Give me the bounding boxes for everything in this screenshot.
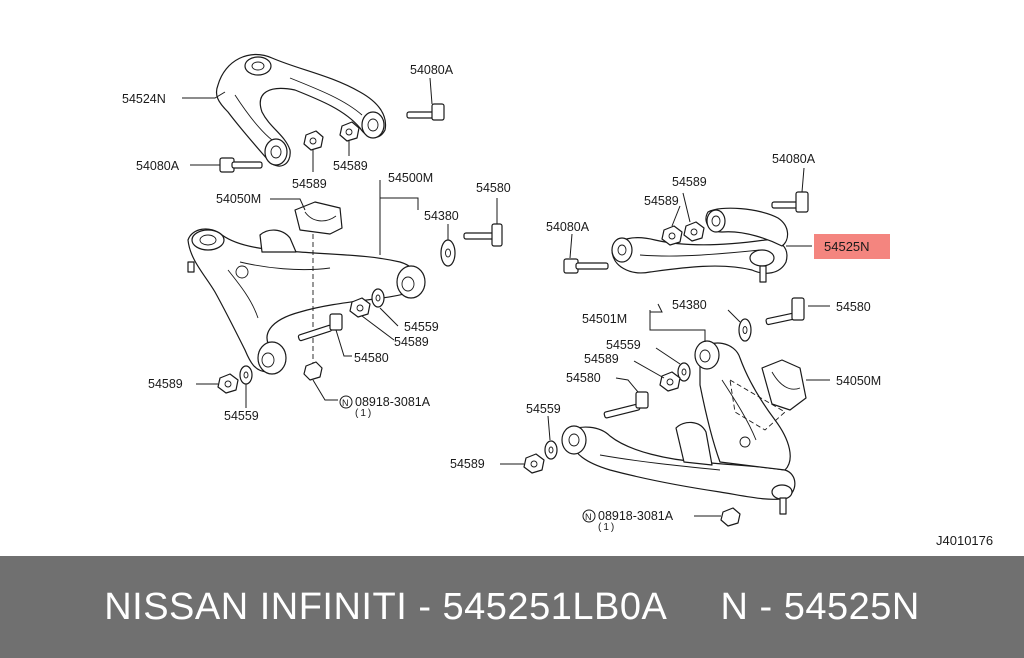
washer-54559-c	[677, 362, 691, 382]
diagram-code: J4010176	[936, 533, 993, 548]
label-54580-left-center: 54580	[354, 351, 389, 365]
washer-54559-a	[371, 288, 385, 308]
label-54589-a: 54589	[292, 177, 327, 191]
upper-control-arm-right	[611, 207, 789, 283]
bolt-54080a-lower	[219, 157, 263, 173]
nut-54589-b	[339, 121, 360, 142]
label-54559-c: 54559	[606, 338, 641, 352]
footer-banner: NISSAN INFINITI - 545251LB0A N - 54525N	[0, 556, 1024, 658]
label-54080a-right-top: 54080A	[772, 152, 816, 166]
bolt-54580-left-center	[297, 313, 343, 342]
bolt-54580-left-top	[463, 223, 503, 247]
bolt-54080a-upper	[406, 103, 445, 121]
label-54524n: 54524N	[122, 92, 166, 106]
washer-54380-left	[440, 239, 456, 267]
nut-08918-right	[720, 507, 741, 527]
highlight-box	[814, 234, 890, 259]
nut-54589-h	[523, 453, 545, 474]
label-54559-b: 54559	[224, 409, 259, 423]
label-54580-right-top: 54580	[836, 300, 871, 314]
label-54589-e: 54589	[672, 175, 707, 189]
label-54559-a: 54559	[404, 320, 439, 334]
nut-54589-c	[349, 297, 371, 318]
label-54525n: 54525N	[824, 239, 870, 254]
nut-symbol-left: N	[339, 395, 353, 409]
parts-diagram: 54080A 54524N 54080A 54589 54589 54500M …	[122, 53, 993, 548]
svg-text:N: N	[585, 512, 592, 522]
label-54080a-upper: 54080A	[410, 63, 454, 77]
label-54050m-right: 54050M	[836, 374, 881, 388]
bolt-54580-right-center	[603, 391, 649, 419]
label-54580-right-center: 54580	[566, 371, 601, 385]
label-54580-left-top: 54580	[476, 181, 511, 195]
nut-54589-g	[659, 371, 681, 392]
leader-lines	[182, 77, 830, 517]
nut-symbol-right: N	[582, 509, 596, 523]
label-08918-3081a-right: 08918-3081A	[598, 509, 674, 523]
bolt-54080a-right-top	[771, 191, 809, 213]
label-54589-h: 54589	[450, 457, 485, 471]
lower-control-arm-right	[561, 340, 796, 515]
label-54050m-left: 54050M	[216, 192, 261, 206]
label-54380-right: 54380	[672, 298, 707, 312]
label-54589-c: 54589	[394, 335, 429, 349]
label-54501m: 54501M	[582, 312, 627, 326]
part-labels: 54080A 54524N 54080A 54589 54589 54500M …	[122, 63, 993, 548]
label-54080a-lower: 54080A	[136, 159, 180, 173]
label-qty-right: (1)	[598, 522, 616, 533]
footer-part-number: NISSAN INFINITI - 545251LB0A N - 54525N	[104, 585, 920, 628]
label-54559-d: 54559	[526, 402, 561, 416]
label-54589-d: 54589	[148, 377, 183, 391]
label-54380-left: 54380	[424, 209, 459, 223]
bumper-54050m-left	[294, 201, 343, 235]
label-54500m: 54500M	[388, 171, 433, 185]
label-qty-left: (1)	[355, 408, 373, 419]
washer-54559-b	[239, 365, 253, 385]
label-54589-f: 54589	[644, 194, 679, 208]
nut-54589-e	[661, 225, 683, 246]
washer-54380-right	[738, 318, 752, 342]
highlighted-part-label: 54525N	[814, 234, 890, 259]
nut-54589-f	[683, 221, 705, 242]
label-54080a-right-left: 54080A	[546, 220, 590, 234]
lower-control-arm-left	[187, 228, 426, 375]
bolt-54080a-right-left	[563, 258, 609, 274]
label-54589-b: 54589	[333, 159, 368, 173]
label-08918-3081a-left: 08918-3081A	[355, 395, 431, 409]
svg-text:N: N	[342, 398, 349, 408]
nut-08918-left	[303, 361, 323, 381]
nut-54589-a	[303, 130, 324, 151]
nut-54589-d	[217, 373, 239, 394]
upper-control-arm-left	[215, 53, 387, 167]
washer-54559-d	[544, 440, 558, 460]
bolt-54580-right-top	[765, 297, 805, 326]
label-54589-g: 54589	[584, 352, 619, 366]
